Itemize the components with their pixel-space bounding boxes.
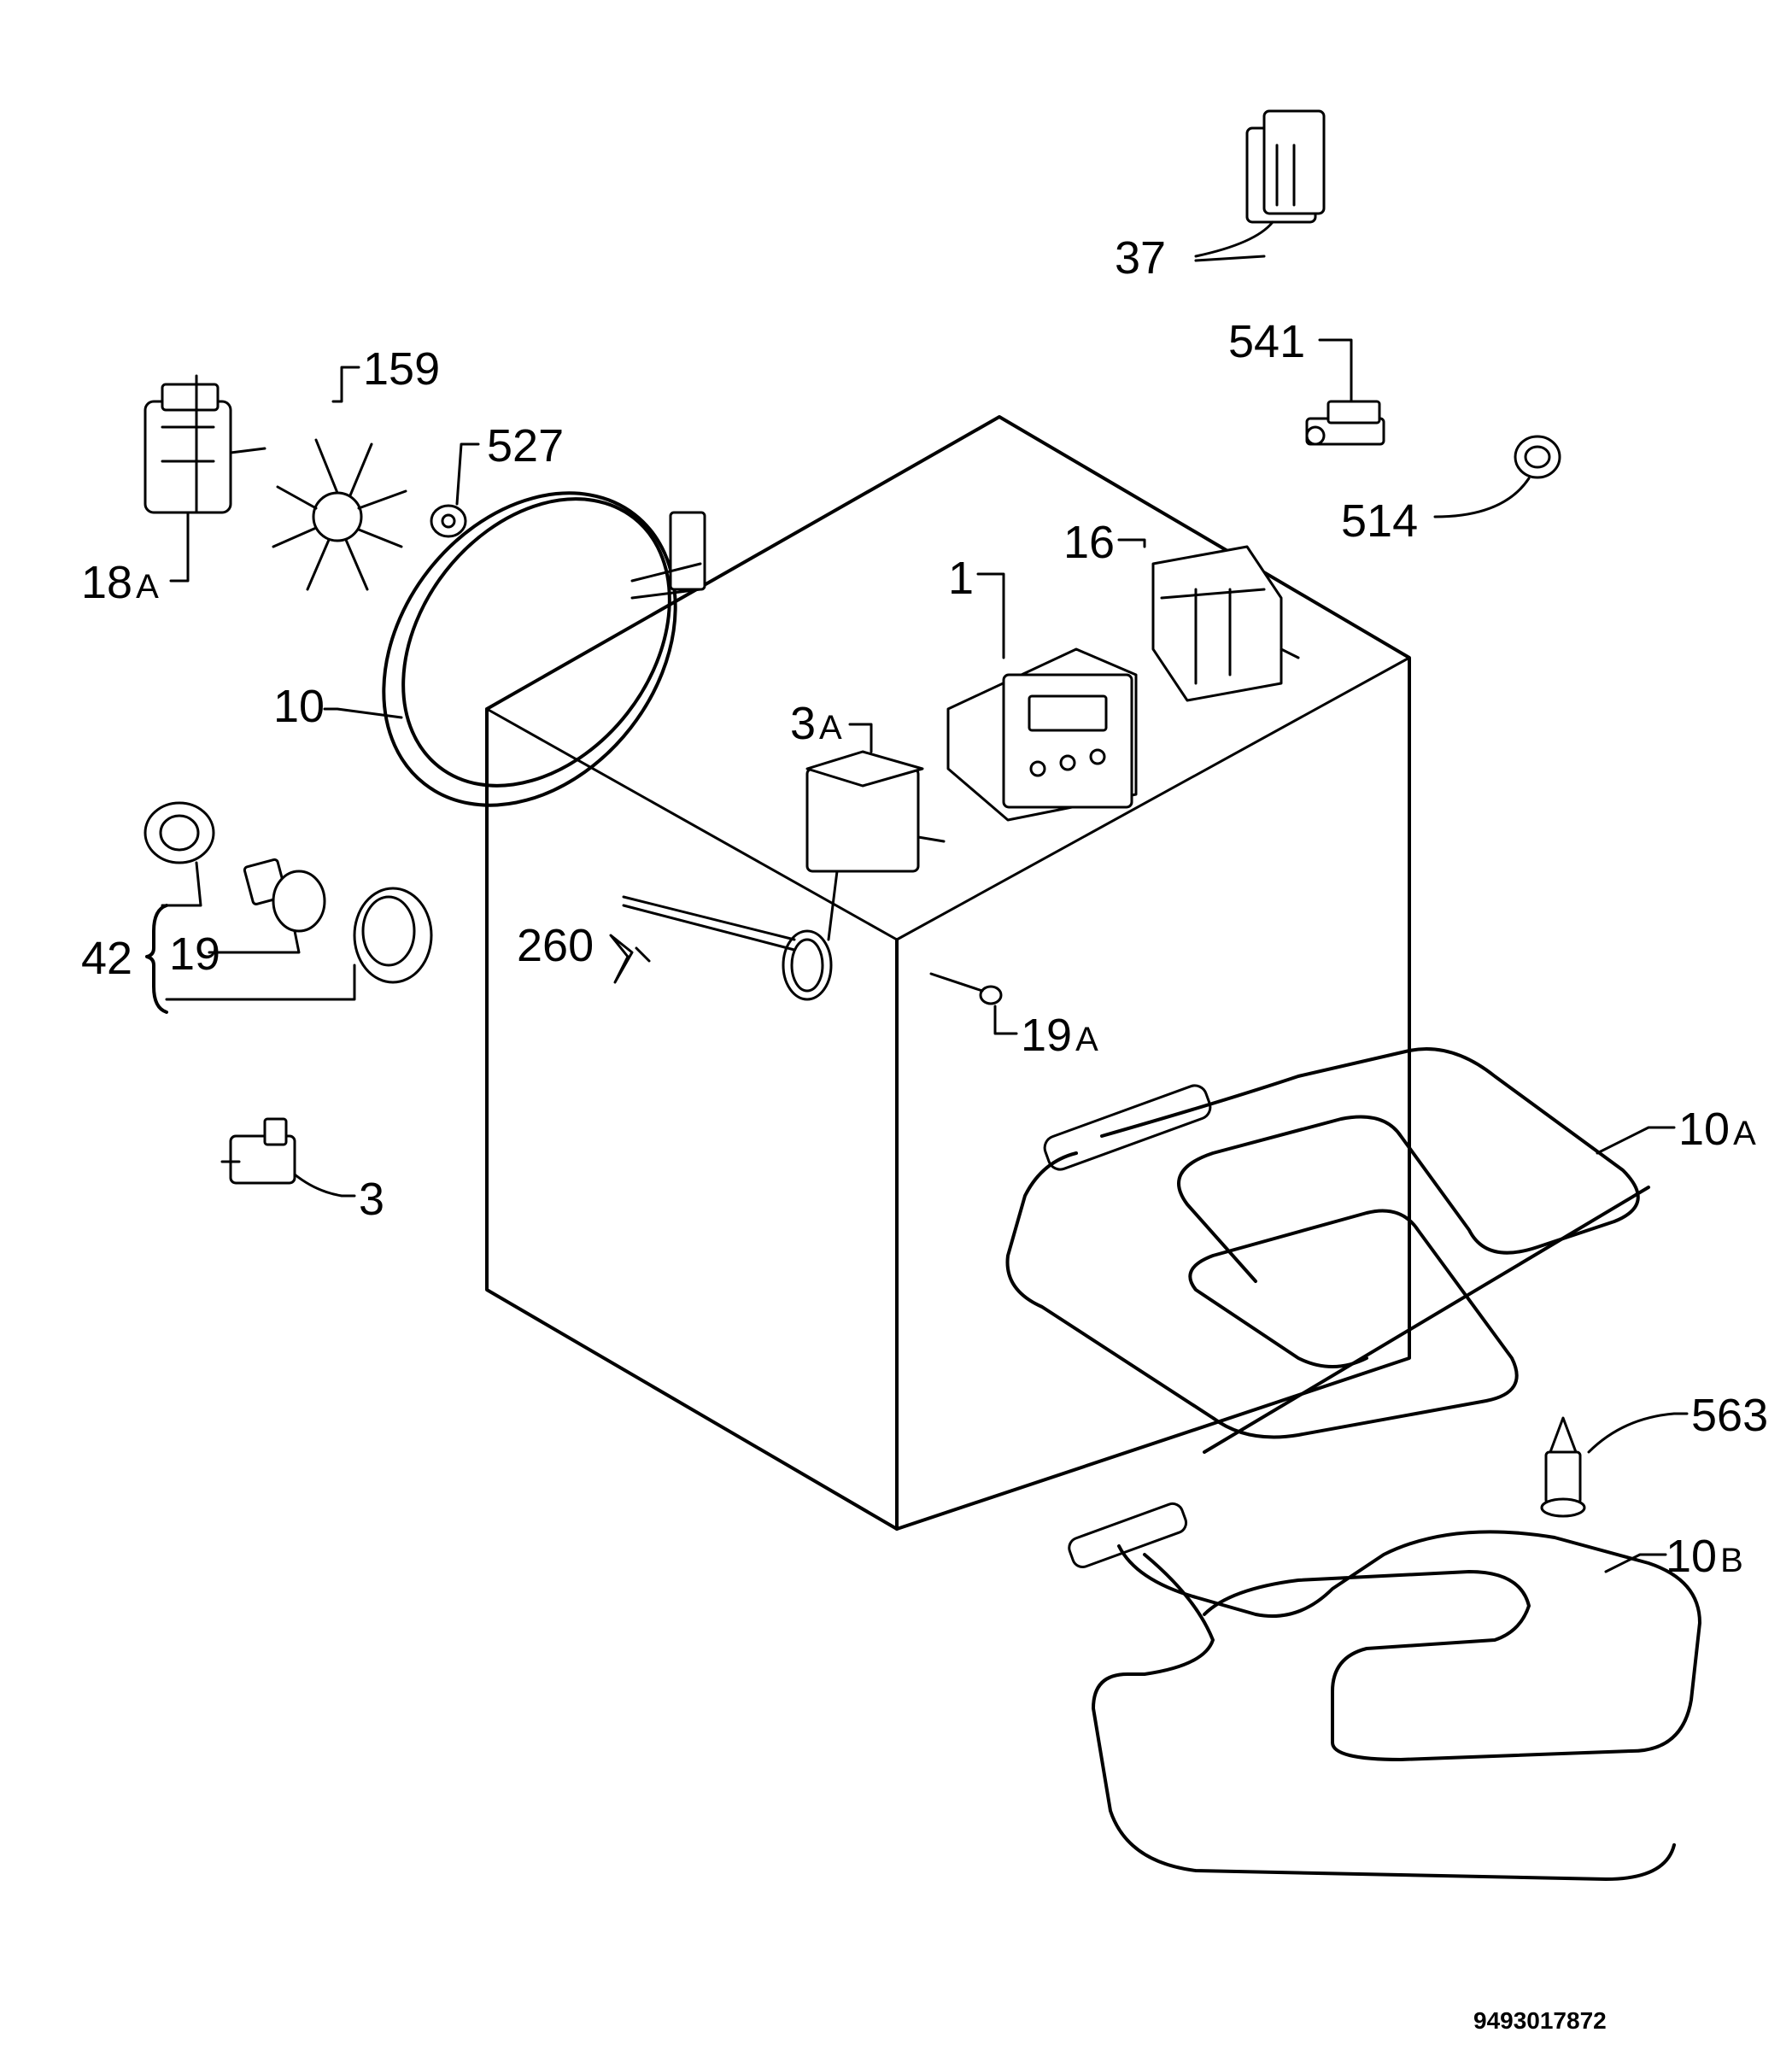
label-159: 159 <box>363 343 440 395</box>
part-37-terminal-block <box>1194 109 1326 262</box>
label-19: 19 <box>169 928 220 980</box>
part-527-nut <box>430 442 480 538</box>
part-3A-thermostat <box>622 723 946 1001</box>
part-42-lamp-assembly <box>143 801 433 1014</box>
label-1: 1 <box>948 553 974 604</box>
part-10-circular-heating-element <box>323 491 706 807</box>
label-10: 10 <box>273 681 325 732</box>
label-541: 541 <box>1228 316 1305 367</box>
label-527: 527 <box>487 420 564 472</box>
label-42: 42 <box>81 933 132 984</box>
part-10A-top-heating-element <box>1005 1047 1676 1454</box>
part-260-clip <box>609 934 651 984</box>
part-541-switch <box>1305 338 1385 446</box>
part-16-selector-switch <box>1117 538 1300 702</box>
label-563: 563 <box>1691 1390 1768 1441</box>
part-3-door-switch <box>220 1117 356 1198</box>
label-37: 37 <box>1115 232 1166 284</box>
document-id: 9493017872 <box>1473 2007 1607 2034</box>
part-1-electronic-timer <box>946 572 1138 822</box>
part-159-fan-blade <box>272 366 407 591</box>
label-260: 260 <box>517 920 594 971</box>
part-514-grommet <box>1433 435 1561 518</box>
part-18A-fan-motor <box>143 374 266 583</box>
label-514: 514 <box>1341 495 1418 547</box>
part-563-foot <box>1540 1412 1689 1518</box>
part-10B-bottom-heating-element <box>1068 1502 1701 1881</box>
oven-cabinet <box>485 415 1411 1531</box>
label-3: 3 <box>359 1174 384 1225</box>
part-19A-lamp-wire <box>929 972 1018 1035</box>
label-16: 16 <box>1063 517 1115 568</box>
